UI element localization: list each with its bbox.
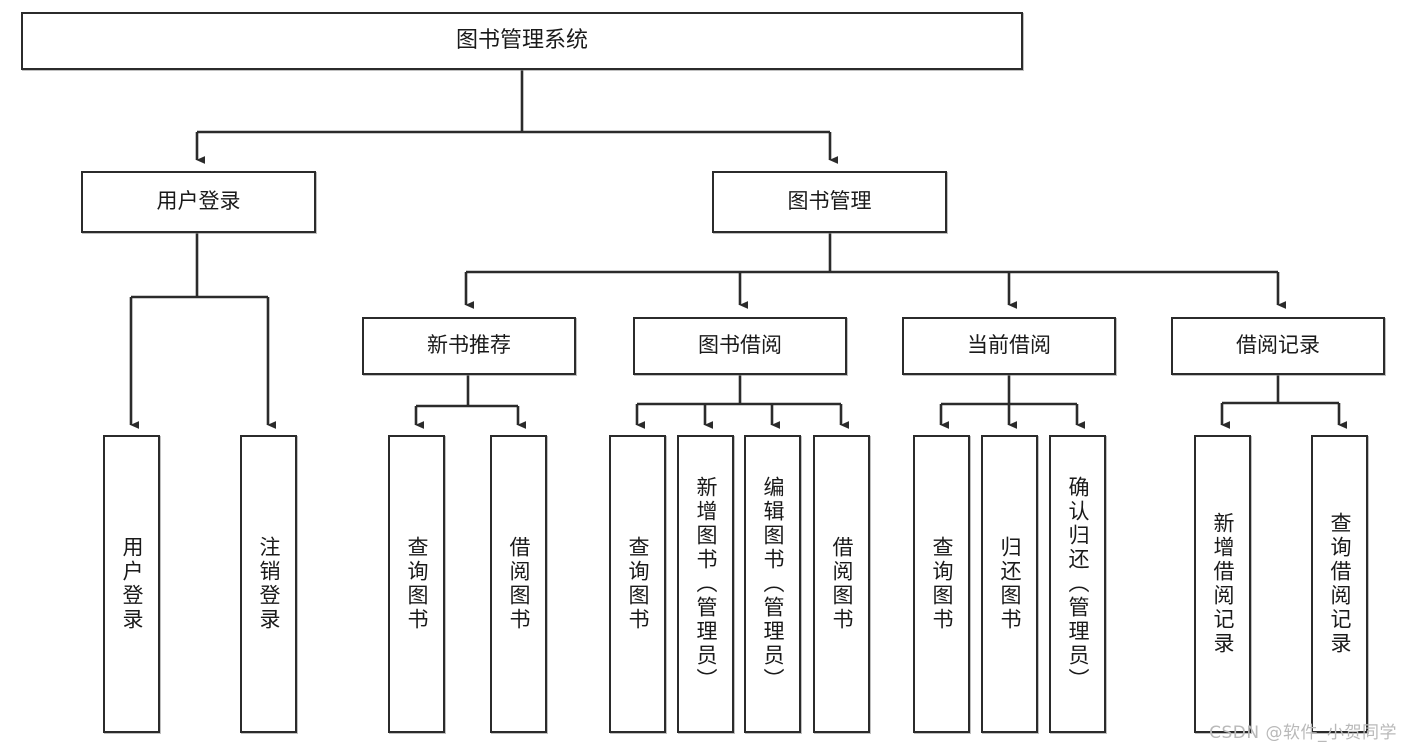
node-label: 确认归还（管理员） bbox=[1066, 476, 1090, 692]
node-root-system[interactable]: 图书管理系统 bbox=[21, 12, 1023, 70]
node-label: 查询借阅记录 bbox=[1328, 512, 1352, 656]
leaf-logout[interactable]: 注销登录 bbox=[240, 435, 297, 733]
node-label: 编辑图书（管理员） bbox=[761, 476, 785, 692]
node-book-borrow[interactable]: 图书借阅 bbox=[633, 317, 847, 375]
node-label: 新增图书（管理员） bbox=[694, 476, 718, 692]
node-label: 新书推荐 bbox=[427, 333, 511, 358]
node-book-management[interactable]: 图书管理 bbox=[712, 171, 947, 233]
node-label: 用户登录 bbox=[156, 189, 241, 214]
leaf-add-borrow-record[interactable]: 新增借阅记录 bbox=[1194, 435, 1251, 733]
node-label: 借阅图书 bbox=[507, 536, 531, 632]
leaf-return-book[interactable]: 归还图书 bbox=[981, 435, 1038, 733]
node-borrow-record[interactable]: 借阅记录 bbox=[1171, 317, 1385, 375]
node-label: 查询图书 bbox=[626, 536, 650, 632]
leaf-user-login[interactable]: 用户登录 bbox=[103, 435, 160, 733]
leaf-query-book-current[interactable]: 查询图书 bbox=[913, 435, 970, 733]
node-label: 查询图书 bbox=[930, 536, 954, 632]
leaf-confirm-return-admin[interactable]: 确认归还（管理员） bbox=[1049, 435, 1106, 733]
node-label: 借阅记录 bbox=[1236, 333, 1320, 358]
node-label: 归还图书 bbox=[998, 536, 1022, 632]
node-label: 用户登录 bbox=[120, 536, 144, 632]
leaf-query-book-recommend[interactable]: 查询图书 bbox=[388, 435, 445, 733]
node-label: 注销登录 bbox=[257, 536, 281, 632]
leaf-query-book-borrow[interactable]: 查询图书 bbox=[609, 435, 666, 733]
node-label: 图书管理 bbox=[787, 189, 872, 214]
node-label: 查询图书 bbox=[405, 536, 429, 632]
node-label: 当前借阅 bbox=[967, 333, 1051, 358]
leaf-edit-book-admin[interactable]: 编辑图书（管理员） bbox=[744, 435, 801, 733]
watermark-text: CSDN @软件_小贺同学 bbox=[1209, 723, 1397, 743]
node-user-login[interactable]: 用户登录 bbox=[81, 171, 316, 233]
node-new-book-recommend[interactable]: 新书推荐 bbox=[362, 317, 576, 375]
leaf-borrow-book[interactable]: 借阅图书 bbox=[813, 435, 870, 733]
leaf-query-borrow-record[interactable]: 查询借阅记录 bbox=[1311, 435, 1368, 733]
node-label: 借阅图书 bbox=[830, 536, 854, 632]
node-label: 新增借阅记录 bbox=[1211, 512, 1235, 656]
leaf-borrow-book-recommend[interactable]: 借阅图书 bbox=[490, 435, 547, 733]
node-label: 图书借阅 bbox=[698, 333, 782, 358]
leaf-add-book-admin[interactable]: 新增图书（管理员） bbox=[677, 435, 734, 733]
node-current-borrow[interactable]: 当前借阅 bbox=[902, 317, 1116, 375]
node-label: 图书管理系统 bbox=[455, 27, 588, 53]
